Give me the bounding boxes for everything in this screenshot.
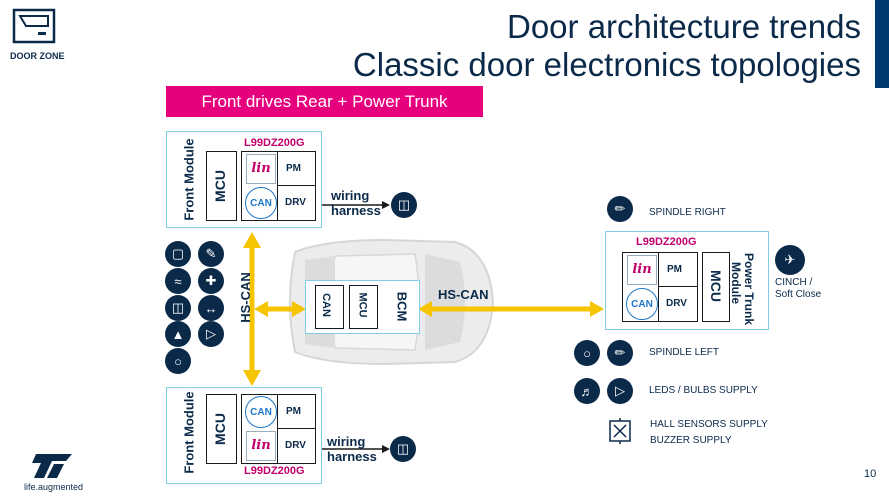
- trunk-mcu-label: MCU: [707, 270, 724, 302]
- front-bottom-can-logo: CAN: [245, 396, 277, 428]
- front-bottom-drv: DRV: [285, 440, 306, 451]
- front-top-mcu-box: [206, 151, 237, 221]
- lock-actuator-icon: ↔: [198, 295, 224, 321]
- page-number: 10: [864, 468, 877, 480]
- bulb-right-icon: ○: [574, 340, 600, 366]
- bcm-can-label: CAN: [319, 293, 332, 317]
- hall-sensors-label: HALL SENSORS SUPPLY: [650, 419, 768, 430]
- led-diode-icon: ▷: [607, 378, 633, 404]
- front-top-wiring-line2: harness: [331, 203, 381, 218]
- door-harness-icon: ◫: [391, 192, 417, 218]
- front-bottom-lin-logo: lin: [246, 431, 276, 461]
- bulb-icon: ○: [165, 348, 191, 374]
- st-logo-icon: [32, 454, 72, 478]
- front-top-chip-name: L99DZ200G: [244, 137, 305, 149]
- bcm-can-box: [315, 285, 344, 329]
- trunk-chip-name: L99DZ200G: [636, 236, 697, 248]
- bcm-mcu-box: [349, 285, 378, 329]
- mirror-icon: ▢: [165, 241, 191, 267]
- diode-icon: ▷: [198, 321, 224, 347]
- front-top-mcu-label: MCU: [211, 170, 228, 202]
- front-bottom-chip-name: L99DZ200G: [244, 465, 305, 477]
- cinch-label-line2: Soft Close: [775, 289, 822, 300]
- front-top-drv: DRV: [285, 197, 306, 208]
- mirror-fold-icon: ✎: [198, 241, 224, 267]
- mirror-adjust-icon: ✚: [198, 268, 224, 294]
- front-top-drv-cell: [277, 185, 316, 221]
- door-zone-text: DOOR ZONE: [10, 51, 65, 61]
- spindle-left-label: SPINDLE LEFT: [649, 347, 720, 358]
- trunk-pm-cell: [658, 252, 698, 288]
- front-top-lin-logo: lin: [246, 154, 276, 184]
- window-lift-icon: ◫: [165, 295, 191, 321]
- st-logo: [26, 452, 76, 485]
- hs-can-vertical-label: HS-CAN: [237, 272, 253, 323]
- spindle-left-icon: ✏: [607, 340, 633, 366]
- cinch-label-line1: CINCH /: [775, 277, 813, 288]
- trunk-mcu-box: [702, 252, 730, 322]
- hs-can-horizontal-label: HS-CAN: [438, 287, 489, 302]
- front-bottom-mcu-box: [206, 394, 237, 464]
- trunk-pm: PM: [667, 264, 682, 275]
- front-bottom-wiring-line2: harness: [327, 449, 377, 464]
- front-module-top-label: Front Module: [181, 138, 197, 221]
- mirror-heater-icon: ≈: [165, 268, 191, 294]
- leds-bulbs-label: LEDS / BULBS SUPPLY: [649, 385, 758, 396]
- front-top-wiring-line1: wiring: [331, 188, 370, 203]
- page-title-line1: Door architecture trends: [507, 8, 861, 45]
- topology-banner: Front drives Rear + Power Trunk: [166, 86, 483, 117]
- front-bottom-wiring-line1: wiring: [327, 434, 366, 449]
- bcm-mcu-label: MCU: [356, 292, 369, 318]
- door-icon: [12, 8, 56, 44]
- header-accent-bar: [875, 0, 889, 88]
- cinch-soft-close-icon: ✈: [775, 245, 805, 275]
- front-module-bottom-label: Front Module: [181, 391, 197, 474]
- trunk-drv: DRV: [666, 298, 687, 309]
- hall-sensor-icon: [609, 418, 631, 444]
- trunk-drv-cell: [658, 286, 698, 322]
- front-bottom-mcu-label: MCU: [211, 413, 228, 445]
- front-bottom-pm: PM: [286, 406, 301, 417]
- trunk-can-logo: CAN: [626, 288, 658, 320]
- door-harness-bottom-icon: ◫: [390, 436, 416, 462]
- speaker-icon: ♬: [574, 378, 600, 404]
- front-bottom-drv-cell: [277, 428, 316, 464]
- front-top-pm: PM: [286, 163, 301, 174]
- buzzer-label: BUZZER SUPPLY: [650, 435, 732, 446]
- door-zone-logo: DOOR ZONE: [10, 6, 66, 62]
- trunk-module-label-line1: Power Trunk: [742, 252, 757, 326]
- spindle-right-icon: ✏: [607, 196, 633, 222]
- trunk-module-label-line2: Module: [729, 262, 743, 304]
- st-tagline: life.augmented: [24, 482, 84, 492]
- trunk-lin-logo: lin: [627, 255, 657, 285]
- puddle-lamp-icon: ▲: [165, 321, 191, 347]
- front-top-can-logo: CAN: [245, 187, 277, 219]
- page-title-line2: Classic door electronics topologies: [352, 46, 861, 83]
- bcm-label: BCM: [394, 291, 410, 322]
- spindle-right-label: SPINDLE RIGHT: [649, 207, 726, 218]
